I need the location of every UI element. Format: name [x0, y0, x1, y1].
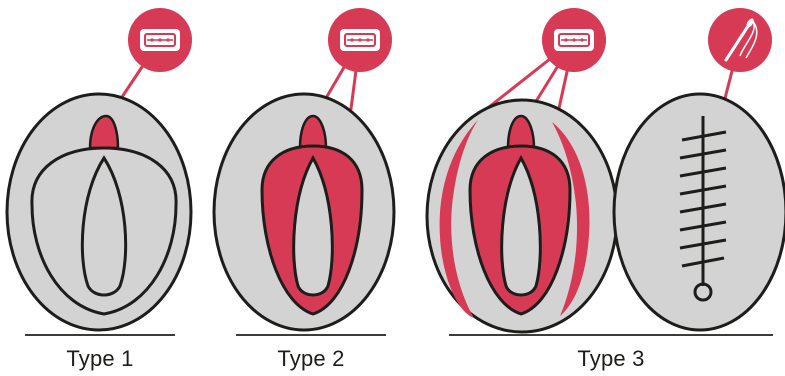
type-3-label: Type 3: [449, 346, 773, 372]
type-1-rule: [25, 334, 175, 336]
type-1-label: Type 1: [25, 346, 175, 372]
anatomy-oval: [614, 94, 785, 330]
type-3-stitched-figure: [614, 8, 785, 330]
type-2-label: Type 2: [236, 346, 386, 372]
razor-blade-icon: [128, 8, 192, 72]
razor-blade-icon: [542, 8, 606, 72]
needle-and-thread-icon: [708, 8, 772, 72]
type-3-excision-figure: [427, 8, 617, 332]
type-2-figure: [214, 8, 394, 330]
type-3-rule: [449, 334, 773, 336]
type-2-rule: [236, 334, 386, 336]
razor-blade-icon: [328, 8, 392, 72]
type-1-figure: [7, 8, 192, 330]
